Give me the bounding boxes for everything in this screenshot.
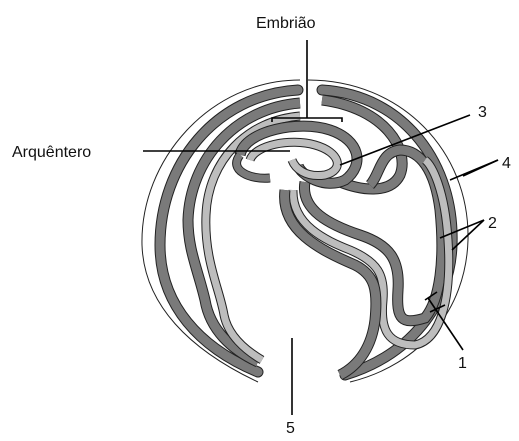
leader-4b (463, 160, 498, 176)
label-embryo: Embrião (256, 15, 316, 32)
label-2: 2 (488, 215, 497, 232)
label-1: 1 (458, 355, 467, 372)
label-5: 5 (286, 420, 295, 437)
label-3: 3 (478, 104, 487, 121)
label-4: 4 (502, 155, 511, 172)
label-archenteron: Arquêntero (12, 144, 91, 161)
